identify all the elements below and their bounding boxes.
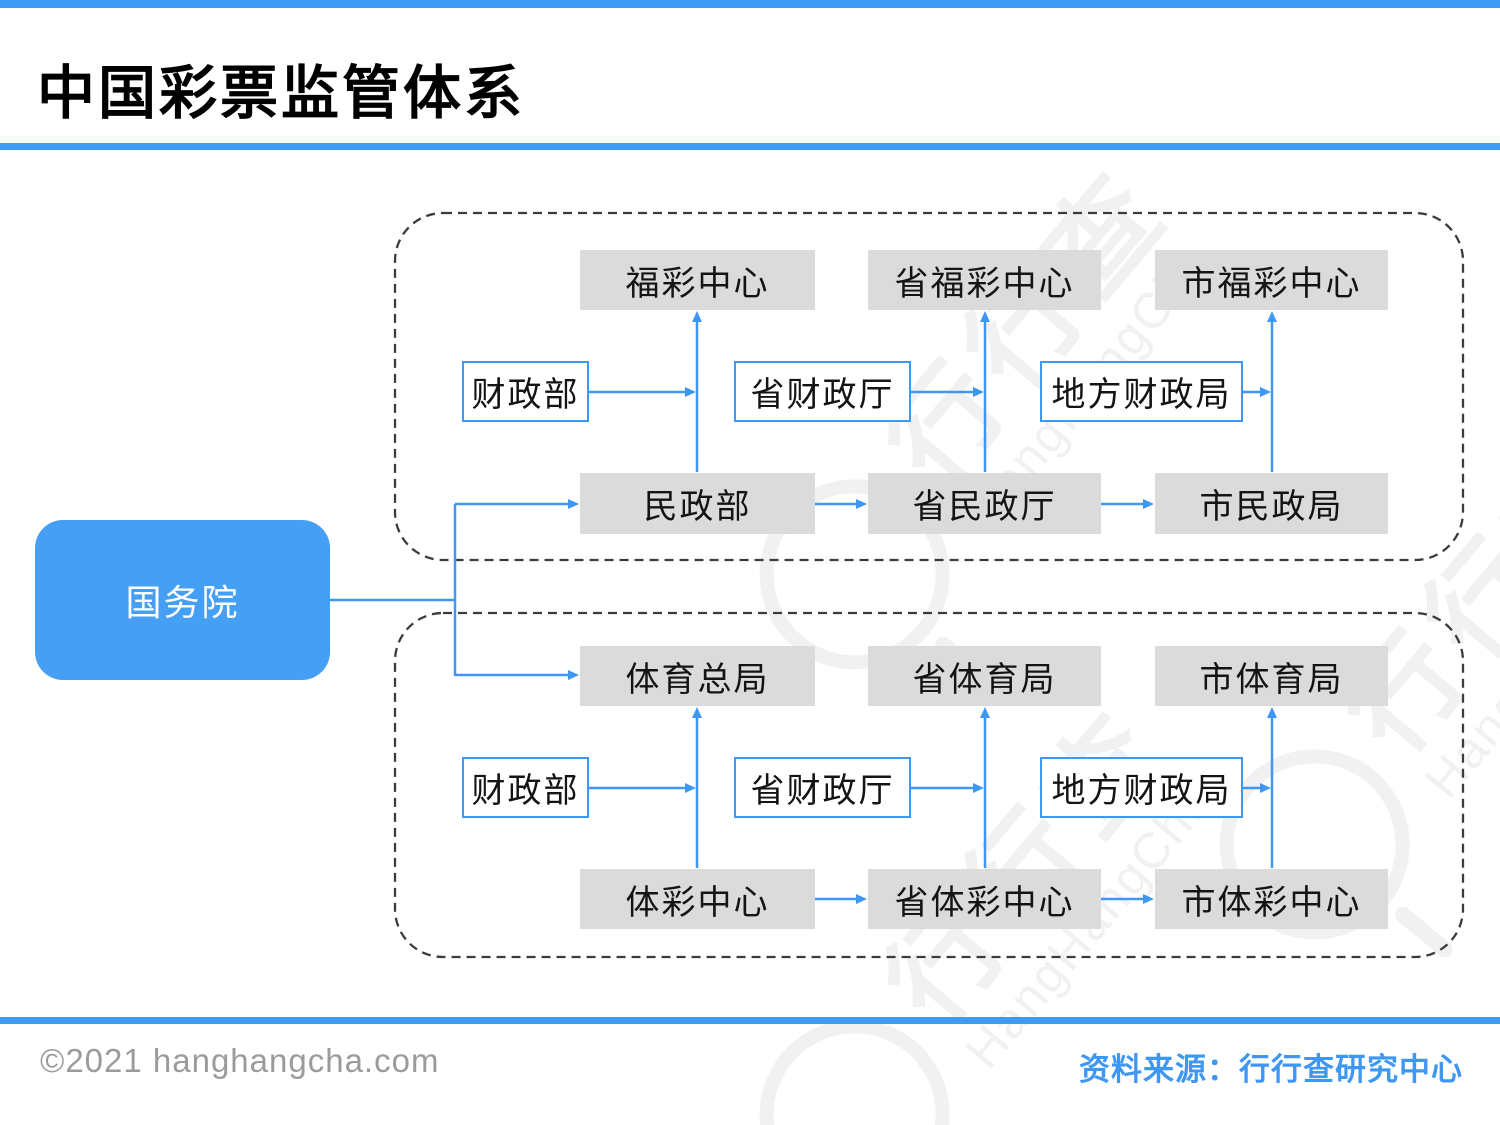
footer-divider: [0, 1017, 1500, 1024]
footer-source: 资料来源：行行查研究中心: [1079, 1052, 1463, 1087]
node-shi-tiyuju: 市体育局: [1155, 646, 1388, 706]
node-tiyu-zongju: 体育总局: [580, 646, 815, 706]
node-difang-caizhengju-top: 地方财政局: [1040, 361, 1243, 422]
page-title: 中国彩票监管体系: [37, 61, 526, 126]
sports-group-outline: [393, 611, 1465, 959]
node-shi-ticai-zhongxin: 市体彩中心: [1155, 869, 1388, 929]
node-ticai-zhongxin: 体彩中心: [580, 869, 815, 929]
node-difang-caizhengju-bottom: 地方财政局: [1040, 757, 1243, 818]
node-sheng-tiyuju: 省体育局: [868, 646, 1101, 706]
node-sheng-caizhengting-top: 省财政厅: [734, 361, 911, 422]
node-sheng-caizhengting-bottom: 省财政厅: [734, 757, 911, 818]
node-guowuyuan: 国务院: [35, 520, 330, 680]
title-divider: [0, 143, 1500, 150]
node-fucai-zhongxin: 福彩中心: [580, 250, 815, 310]
node-sheng-minzhengting: 省民政厅: [868, 473, 1101, 534]
node-minzhengbu: 民政部: [580, 473, 815, 534]
node-shi-fucai-zhongxin: 市福彩中心: [1155, 250, 1388, 310]
node-caizhengbu-bottom: 财政部: [462, 757, 589, 818]
footer-copyright: ©2021 hanghangcha.com: [40, 1042, 440, 1079]
connector-lines: [330, 311, 1277, 904]
welfare-group-outline: [393, 211, 1465, 562]
node-sheng-ticai-zhongxin: 省体彩中心: [868, 869, 1101, 929]
node-sheng-fucai-zhongxin: 省福彩中心: [868, 250, 1101, 310]
node-caizhengbu-top: 财政部: [462, 361, 589, 422]
node-shi-minzhengju: 市民政局: [1155, 473, 1388, 534]
top-accent-bar: [0, 0, 1500, 8]
